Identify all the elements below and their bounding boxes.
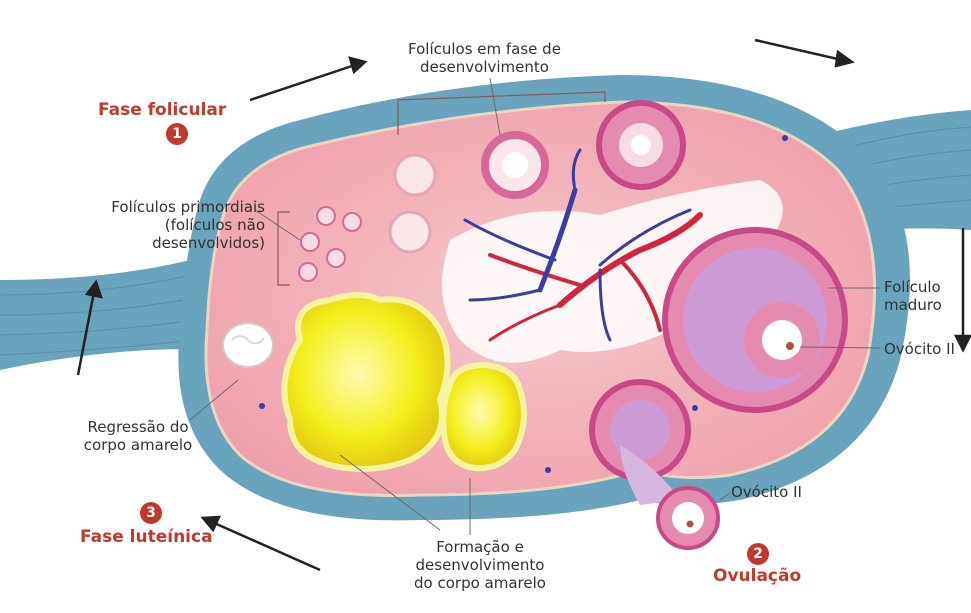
phase-ovulation-label: Ovulação	[713, 566, 801, 586]
mature-follicle-label: Folículo maduro	[884, 278, 942, 314]
oocyte-released-label: Ovócito II	[731, 483, 802, 501]
mature-follicle-line-2: maduro	[884, 296, 942, 314]
primordial-follicles-line-2: (folículos não	[60, 216, 265, 234]
phase-luteal-label: Fase luteínica	[80, 527, 213, 547]
corpus-formation-line-3: do corpo amarelo	[380, 574, 580, 592]
primordial-follicles-label: Folículos primordiais (folículos não des…	[60, 198, 265, 252]
corpus-formation-line-1: Formação e	[380, 538, 580, 556]
primordial-follicles-line-1: Folículos primordiais	[60, 198, 265, 216]
mature-follicle-line-1: Folículo	[884, 278, 942, 296]
developing-follicles-label: Folículos em fase de desenvolvimento	[408, 40, 561, 76]
developing-follicles-line-1: Folículos em fase de	[408, 40, 561, 58]
corpus-regression-line-2: corpo amarelo	[78, 436, 198, 454]
phase-ovulation-number: 2	[747, 543, 769, 565]
oocyte-mature-label: Ovócito II	[884, 340, 955, 358]
corpus-regression-label: Regressão do corpo amarelo	[78, 418, 198, 454]
primordial-follicles-line-3: desenvolvidos)	[60, 234, 265, 252]
developing-follicles-line-2: desenvolvimento	[408, 58, 561, 76]
phase-follicular-label: Fase folicular	[98, 100, 226, 120]
mature-follicle	[665, 230, 845, 410]
phase-luteal-number: 3	[140, 502, 162, 524]
phase-follicular-number: 1	[166, 123, 188, 145]
released-oocyte	[658, 488, 718, 548]
corpus-formation-label: Formação e desenvolvimento do corpo amar…	[380, 538, 580, 592]
corpus-albicans	[223, 323, 273, 367]
corpus-regression-line-1: Regressão do	[78, 418, 198, 436]
corpus-luteum-large	[284, 295, 447, 469]
corpus-formation-line-2: desenvolvimento	[380, 556, 580, 574]
corpus-luteum-small	[443, 365, 524, 468]
